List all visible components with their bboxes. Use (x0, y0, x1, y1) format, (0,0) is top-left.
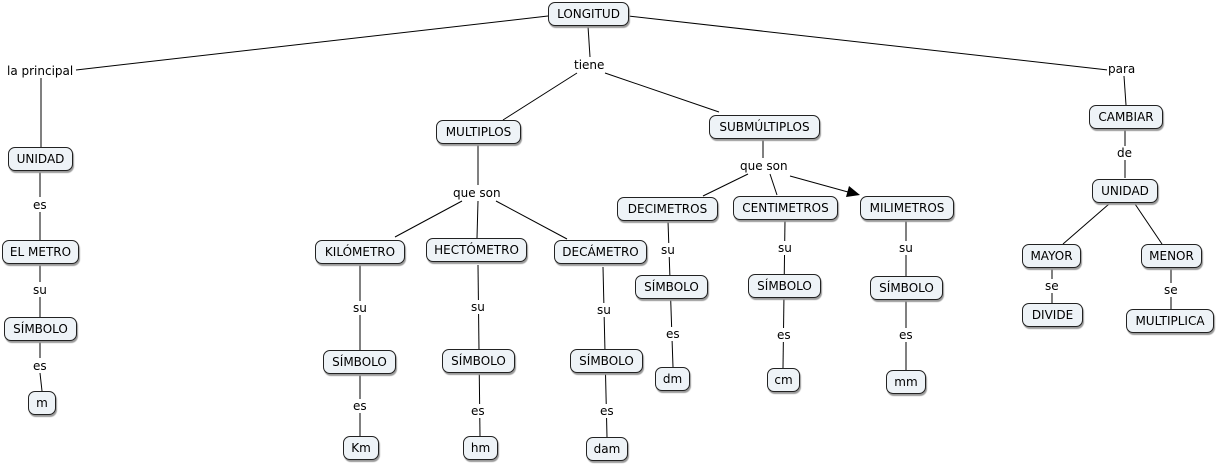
concept-cambiar[interactable]: CAMBIAR (1089, 105, 1163, 129)
edge-unidad-mayor (1062, 203, 1110, 245)
edge-para-cambiar (1123, 75, 1127, 106)
concept-decametro[interactable]: DECÁMETRO (554, 240, 647, 264)
link-la-principal: la principal (6, 64, 75, 78)
link-se-divide: se (1044, 279, 1060, 293)
edge-que-son-milimetros (789, 175, 849, 193)
concept-simbolo-cm[interactable]: SÍMBOLO (748, 274, 821, 298)
link-su-km: su (352, 301, 368, 315)
edge-que-son-decimetros (702, 173, 749, 197)
link-es-cm: es (776, 328, 792, 342)
concept-multiplos[interactable]: MULTIPLOS (436, 120, 521, 144)
link-se-multiplica: se (1163, 283, 1179, 297)
concept-decimetros[interactable]: DECIMETROS (617, 197, 718, 221)
link-su-hm: su (470, 300, 486, 314)
edge-que-son-kilometro (394, 200, 463, 238)
link-es-km: es (352, 399, 368, 413)
link-su-cm: su (777, 241, 793, 255)
link-tiene: tiene (573, 58, 606, 72)
link-su-dam: su (596, 303, 612, 317)
concept-el-metro[interactable]: EL METRO (2, 240, 79, 264)
concept-simbolo-dm[interactable]: SÍMBOLO (635, 275, 708, 299)
concept-unidad-left[interactable]: UNIDAD (8, 147, 73, 171)
concept-dm[interactable]: dm (655, 367, 690, 391)
edge-tiene-multiplos (502, 72, 578, 121)
concept-unidad-right[interactable]: UNIDAD (1092, 179, 1158, 203)
concept-hectometro[interactable]: HECTÓMETRO (426, 238, 527, 262)
link-de: de (1116, 146, 1133, 160)
link-es-mm: es (898, 328, 914, 342)
link-para: para (1107, 62, 1137, 76)
edge-tiene-submultiplos (604, 72, 720, 113)
concept-km[interactable]: Km (343, 436, 379, 460)
concept-cm[interactable]: cm (767, 368, 800, 392)
concept-longitud[interactable]: LONGITUD (548, 2, 629, 26)
concept-dam[interactable]: dam (586, 437, 628, 461)
link-que-son-multiplos: que son (452, 186, 502, 200)
link-es-hm: es (470, 404, 486, 418)
concept-simbolo-metro[interactable]: SÍMBOLO (4, 317, 77, 341)
concept-menor[interactable]: MENOR (1141, 244, 1202, 268)
concept-mayor[interactable]: MAYOR (1022, 244, 1081, 268)
edge-longitud-para (627, 15, 1109, 71)
concept-simbolo-hm[interactable]: SÍMBOLO (442, 349, 515, 373)
edge-longitud-la-principal (75, 15, 549, 71)
edge-unidad-menor (1134, 203, 1163, 245)
concept-simbolo-dam[interactable]: SÍMBOLO (570, 349, 643, 373)
concept-simbolo-km[interactable]: SÍMBOLO (323, 350, 396, 374)
arrowhead-milimetros (846, 186, 860, 197)
link-es-dm: es (665, 327, 681, 341)
edge-que-son-decametro (495, 200, 568, 240)
concept-kilometro[interactable]: KILÓMETRO (315, 240, 405, 264)
concept-simbolo-mm[interactable]: SÍMBOLO (870, 276, 943, 300)
link-que-son-submultiplos: que son (739, 159, 789, 173)
concept-mm[interactable]: mm (886, 370, 926, 394)
link-es-dam: es (599, 404, 615, 418)
concept-m[interactable]: m (28, 391, 56, 415)
edge-que-son-hectometro (476, 200, 479, 239)
link-su-mm: su (898, 241, 914, 255)
edge-que-son-centimetros (769, 173, 778, 196)
concept-hm[interactable]: hm (463, 436, 498, 460)
edge-es-m (39, 372, 43, 392)
concept-submultiplos[interactable]: SUBMÚLTIPLOS (709, 115, 820, 139)
concept-centimetros[interactable]: CENTIMETROS (733, 196, 838, 220)
concept-divide[interactable]: DIVIDE (1022, 303, 1083, 327)
concept-milimetros[interactable]: MILIMETROS (860, 196, 954, 220)
link-es-unidad: es (32, 198, 48, 212)
link-es-metro: es (32, 359, 48, 373)
link-su-dm: su (660, 243, 676, 257)
edge-longitud-tiene (587, 25, 591, 58)
link-su-metro: su (32, 283, 48, 297)
concept-multiplica[interactable]: MULTIPLICA (1126, 309, 1214, 333)
